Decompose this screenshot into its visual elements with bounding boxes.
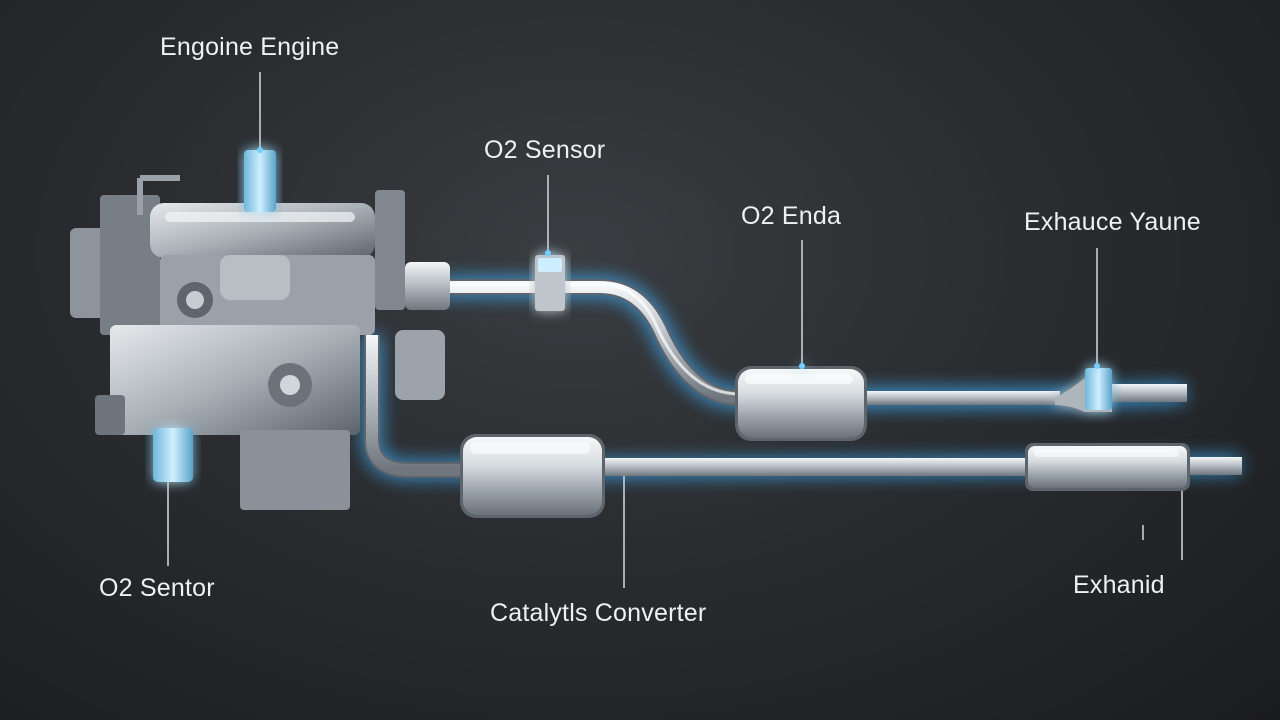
catalytic-converter-label: Catalytls Converter: [490, 599, 707, 627]
exhaust-pipe-sensor: [1055, 368, 1112, 412]
o2-sensor-upper-pipe: [535, 255, 565, 311]
engine-label: Engoine Engine: [160, 33, 340, 61]
leader-glow-dots: [257, 147, 1100, 369]
middle-muffler: [735, 366, 867, 441]
o2-sensor-bottom-label: O2 Sentor: [99, 574, 215, 602]
leader-lines: [167, 72, 1183, 588]
o2-sensor-top-label: O2 Sensor: [484, 136, 606, 164]
exhaust-bottom-label: Exhanid: [1073, 571, 1165, 599]
exhaust-top-label: Exhauce Yaune: [1024, 208, 1201, 236]
lower-exhaust-pipe: [364, 335, 1242, 478]
o2-sensor-mid-label: O2 Enda: [741, 202, 842, 230]
engine-top-sensor: [244, 150, 276, 212]
rear-muffler: [1025, 443, 1190, 491]
o2-sensor-lower: [153, 428, 193, 482]
engine-block: [70, 175, 450, 510]
upper-exhaust-pipe: [432, 279, 1187, 406]
catalytic-converter: [460, 434, 605, 518]
